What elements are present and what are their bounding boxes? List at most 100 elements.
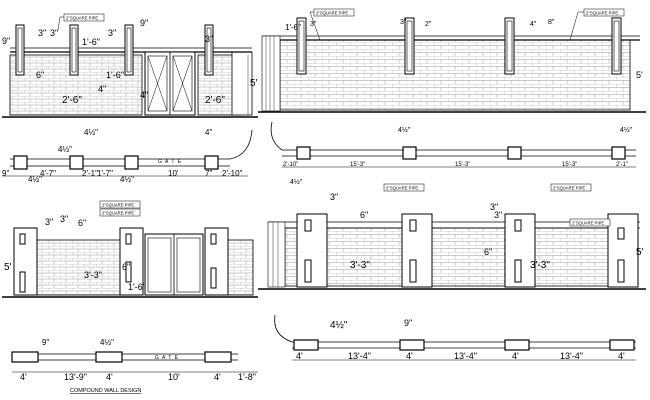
- dim-text: 4': [618, 351, 625, 361]
- brick-wall: [36, 239, 121, 296]
- dim-text: 5': [250, 78, 258, 89]
- dim-text: 4½": [120, 175, 134, 184]
- dim-text: 4½": [620, 126, 633, 134]
- pier: [504, 213, 536, 288]
- brick-wall: [227, 239, 254, 296]
- pipe-label: 2"SQUARE PIPE: [316, 11, 348, 16]
- elevation-gate-top: 2"SQUARE PIPE 9" 3" 3" 1'-6" 3" 9" 3" 6"…: [2, 13, 258, 118]
- gate-label: G A T E: [155, 355, 179, 361]
- dim-text: 4": [98, 84, 106, 94]
- pipe-label: 2"SQUARE PIPE: [572, 221, 604, 226]
- dim-text: 1'-6": [285, 23, 301, 32]
- dim-text: 4": [140, 90, 148, 100]
- pier: [401, 213, 433, 288]
- dim-text: 10': [168, 169, 179, 178]
- dim-text: 2'-1": [82, 169, 98, 178]
- dim-text: 1'-8": [238, 372, 256, 382]
- dim-text: 6": [36, 70, 44, 80]
- dim-text: 3": [490, 202, 498, 212]
- gate: [144, 51, 196, 116]
- pipe-label: 2"SQUARE PIPE: [586, 11, 618, 16]
- dim-text: 4½": [100, 338, 114, 347]
- dim-text: 9": [140, 18, 148, 28]
- drawing-caption: COMPOUND WALL DESIGN: [70, 388, 141, 394]
- pipe-label: 2"SQUARE PIPE: [66, 16, 98, 21]
- dim-text: 3": [494, 210, 502, 220]
- dim-text: 1'-6": [82, 37, 100, 47]
- dim-text: 4½": [58, 145, 72, 154]
- dim-text: 5': [636, 70, 643, 80]
- pipe-label-box: [313, 8, 355, 17]
- pipe-label: 2"SQUARE PIPE: [102, 203, 134, 208]
- dim-text: 4½": [84, 128, 98, 137]
- dim-text: 4': [512, 351, 519, 361]
- dim-text: 4': [406, 351, 413, 361]
- elevation-gate-bottom: 2"SQUARE PIPE 2"SQUARE PIPE 3" 3" 6" 5' …: [2, 200, 258, 298]
- dim-text: 13'-9": [64, 372, 87, 382]
- gate: [144, 233, 204, 296]
- dim-text: 3": [205, 34, 213, 44]
- dim-text: 2": [425, 21, 432, 28]
- dim-text: 5': [636, 247, 644, 258]
- pipe-label-box: [583, 8, 625, 17]
- dim-text: 3": [38, 28, 46, 38]
- dim-text: 4½": [28, 175, 42, 184]
- square-pipes: [15, 24, 214, 76]
- dim-text: 2'-6": [62, 95, 82, 106]
- pipe-label-box: [63, 13, 105, 22]
- dim-text: 3": [60, 214, 68, 224]
- dim-text: 2'-10": [283, 162, 298, 168]
- dim-text: 13'-4": [348, 351, 371, 361]
- brick-wall: [279, 39, 631, 111]
- dim-text: 4': [20, 372, 27, 382]
- dim-text: 15'-3": [562, 162, 577, 168]
- brick-wall: [284, 227, 636, 287]
- dim-text: 4½": [398, 126, 411, 134]
- dim-text: 2'-10": [222, 169, 243, 178]
- dim-text: 2'-6": [205, 95, 225, 106]
- dim-text: 7": [205, 169, 212, 178]
- square-pipes: [296, 17, 622, 75]
- dim-text: 3": [50, 28, 58, 38]
- plan-gate-top: G A T E 9" 4½" 4'-7" 2'-1" 1'-7" 4½" 10'…: [2, 128, 253, 184]
- dim-text: 13'-4": [560, 351, 583, 361]
- dim-text: 3": [108, 28, 116, 38]
- dim-text: 8": [548, 19, 555, 26]
- dim-text: 6": [78, 218, 86, 228]
- dim-text: 3": [45, 217, 53, 227]
- pier: [607, 213, 639, 288]
- dim-text: 3'-3": [530, 260, 550, 271]
- dim-text: 3": [330, 192, 338, 202]
- dim-text: 6": [122, 262, 130, 272]
- dim-text: 1'-6": [128, 282, 146, 292]
- plan-long-bottom: 4' 13'-4" 4' 13'-4" 4' 13'-4" 4' 4½" 9": [274, 314, 636, 361]
- dim-text: 9": [2, 169, 9, 178]
- dim-text: 9": [42, 338, 49, 347]
- dim-text: 4½": [290, 178, 303, 186]
- dim-text: 2'-1": [616, 162, 628, 168]
- dim-text: 4": [205, 128, 212, 137]
- pipe-label: 2"SQUARE PIPE: [102, 211, 134, 216]
- dim-text: 10': [168, 372, 180, 382]
- dim-text: 3": [310, 21, 317, 28]
- dim-text: 6": [360, 210, 368, 220]
- dim-text: 1'-6": [106, 70, 124, 80]
- dim-text: 9": [2, 36, 10, 46]
- end-pier: [231, 51, 253, 116]
- dim-text: 3": [400, 19, 407, 26]
- end-pier-left: [261, 35, 281, 112]
- dim-text: 5': [4, 262, 12, 273]
- pipe-label: 2"SQUARE PIPE: [386, 186, 418, 191]
- dim-text: 4': [214, 372, 221, 382]
- dim-text: 4'-7": [40, 169, 56, 178]
- dim-text: 13'-4": [454, 351, 477, 361]
- dim-text: 4": [530, 21, 537, 28]
- pier: [296, 213, 328, 288]
- dim-text: 1'-7": [97, 169, 113, 178]
- dim-text: 9": [404, 318, 412, 328]
- dim-text: 15'-3": [455, 162, 470, 168]
- dim-text: 3'-3": [350, 260, 370, 271]
- gate-label: G A T E: [158, 159, 182, 165]
- plan-long-top: 2'-10" 15'-3" 15'-3" 15'-3" 2'-1" 4½" 4½…: [270, 121, 636, 186]
